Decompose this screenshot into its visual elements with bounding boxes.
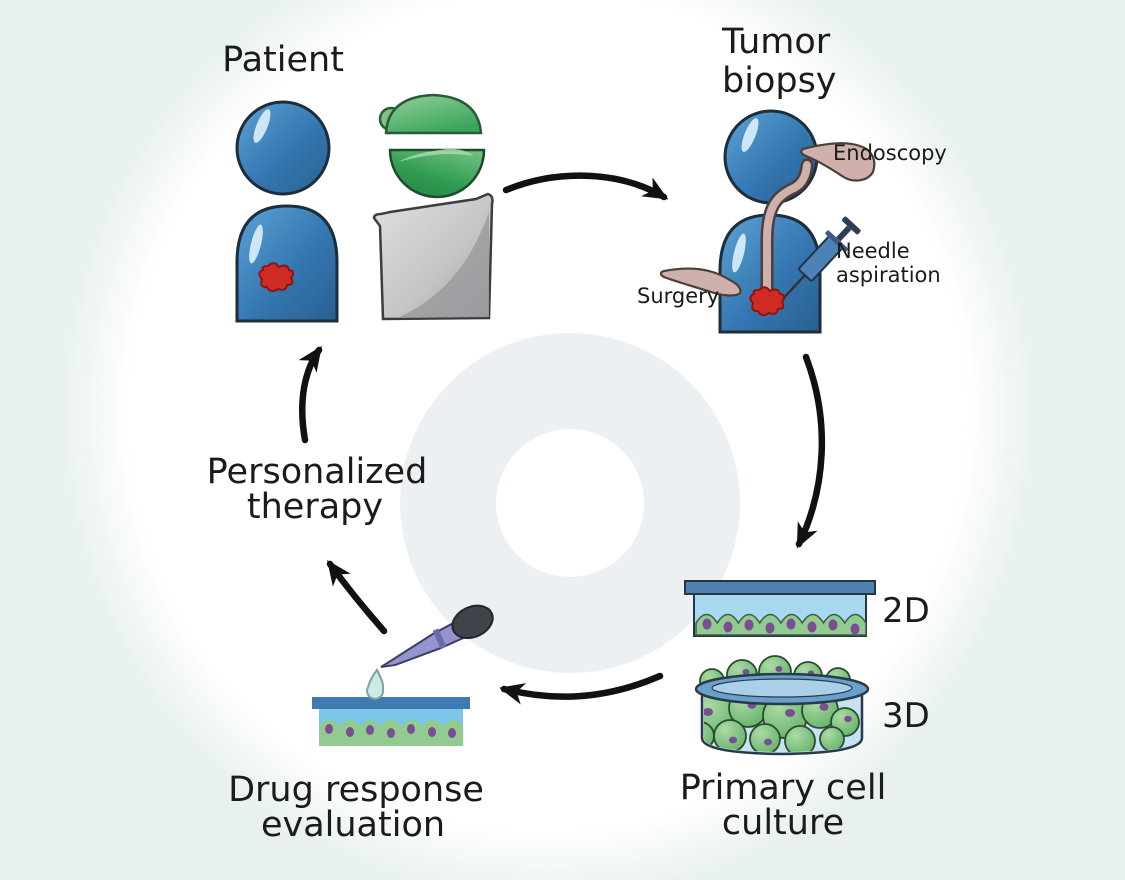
dish-3d-rim-inner [711,678,853,698]
label-needle-line2: aspiration [836,263,941,287]
pipette-icon [380,604,494,668]
patient-body [235,204,339,323]
clinician-icon [372,93,494,321]
flask-2d-cell-layer [695,613,867,636]
background-white-blob [56,0,1040,880]
syringe-flange [825,230,848,252]
arrow-therapy-to-patient [298,345,323,444]
flask-2d-lid [684,580,876,595]
clinician-gown-shade [397,212,489,318]
label-therapy-line2: therapy [247,487,383,527]
endoscope-tube-fill [763,161,811,304]
label-tumor-biopsy-line2: biopsy [722,61,837,101]
droplet-icon [366,668,385,700]
label-therapy-line1: Personalized [207,452,428,492]
biopsy-person-icon [659,109,876,334]
cycle-arrows [298,172,826,705]
label-3d: 3D [882,696,930,736]
arrow-drug-to-therapy [326,559,388,635]
biopsy-head-highlight [741,118,759,152]
endoscope-horn [800,142,876,182]
arrow-patient-to-biopsy [502,172,669,201]
drug-dish-lid [312,697,470,709]
patient-head-highlight [253,109,271,143]
arrow-culture-to-drug [499,672,664,705]
label-needle-line1: Needle [836,239,910,263]
syringe-icon [778,216,861,304]
endoscope-icon [760,142,876,307]
syringe-plunger-handle [842,216,861,235]
label-tumor-biopsy-line1: Tumor [721,22,831,62]
label-endoscopy: Endoscopy [833,141,947,165]
label-patient: Patient [222,40,344,80]
label-surgery: Surgery [637,284,719,308]
label-2d: 2D [882,591,930,631]
biopsy-body-highlight [732,233,746,273]
arrow-biopsy-to-culture [795,353,826,549]
syringe-needle [778,272,808,304]
label-primary-line2: culture [722,803,844,843]
dish-3d-icon [694,655,870,756]
pipette-bulb [451,604,494,640]
background-center-ring [400,333,740,673]
patient-head [235,100,331,196]
scalpel-icon [659,267,742,297]
flask-2d-nuclei [702,618,860,635]
flask-2d-icon [684,580,876,637]
drug-dish-icon [312,697,470,746]
label-drug-line2: evaluation [261,805,445,845]
label-drug-line1: Drug response [228,770,484,810]
syringe-plunger-rod [836,225,852,242]
label-primary-line1: Primary cell [680,768,887,808]
clinician-mask-highlight [398,148,474,162]
patient-body-highlight [249,224,263,264]
clinician-mask [388,148,486,199]
clinician-cap [384,93,483,135]
pipette-collar [432,628,447,650]
patient-icon [235,100,339,323]
drug-dish-nuclei [325,724,456,738]
